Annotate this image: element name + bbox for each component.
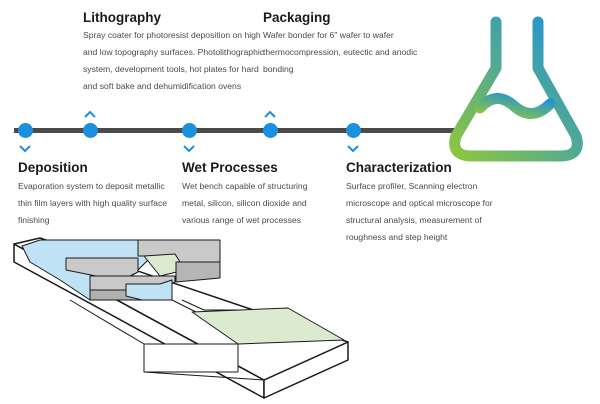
stage-description-characterization: Surface profiler, Scanning electron micr… <box>346 181 493 242</box>
stage-title-wet-processes: Wet Processes <box>182 160 278 175</box>
chevron-down-icon <box>183 145 195 153</box>
chevron-up-icon <box>84 110 96 118</box>
stage-title-characterization: Characterization <box>346 160 452 175</box>
stage-description-lithography: Spray coater for photoresist deposition … <box>83 30 265 91</box>
stage-title-packaging: Packaging <box>263 10 331 25</box>
timeline-dot-wet-processes <box>182 123 197 138</box>
lab-flask-icon <box>449 14 583 162</box>
stage-title-deposition: Deposition <box>18 160 88 175</box>
timeline-dot-lithography <box>83 123 98 138</box>
chevron-down-icon <box>347 145 359 153</box>
stage-description-packaging: Wafer bonder for 6" wafer to wafer therm… <box>263 30 418 74</box>
timeline-dot-deposition <box>18 123 33 138</box>
timeline-line <box>14 128 464 133</box>
timeline-dot-packaging <box>263 123 278 138</box>
timeline-dot-characterization <box>346 123 361 138</box>
stage-description-wet-processes: Wet bench capable of structuring metal, … <box>182 181 308 225</box>
stage-title-lithography: Lithography <box>83 10 161 25</box>
chevron-up-icon <box>264 110 276 118</box>
cleanroom-floor-plan <box>13 237 349 399</box>
stage-description-deposition: Evaporation system to deposit metallic t… <box>18 181 168 225</box>
chevron-down-icon <box>19 145 31 153</box>
